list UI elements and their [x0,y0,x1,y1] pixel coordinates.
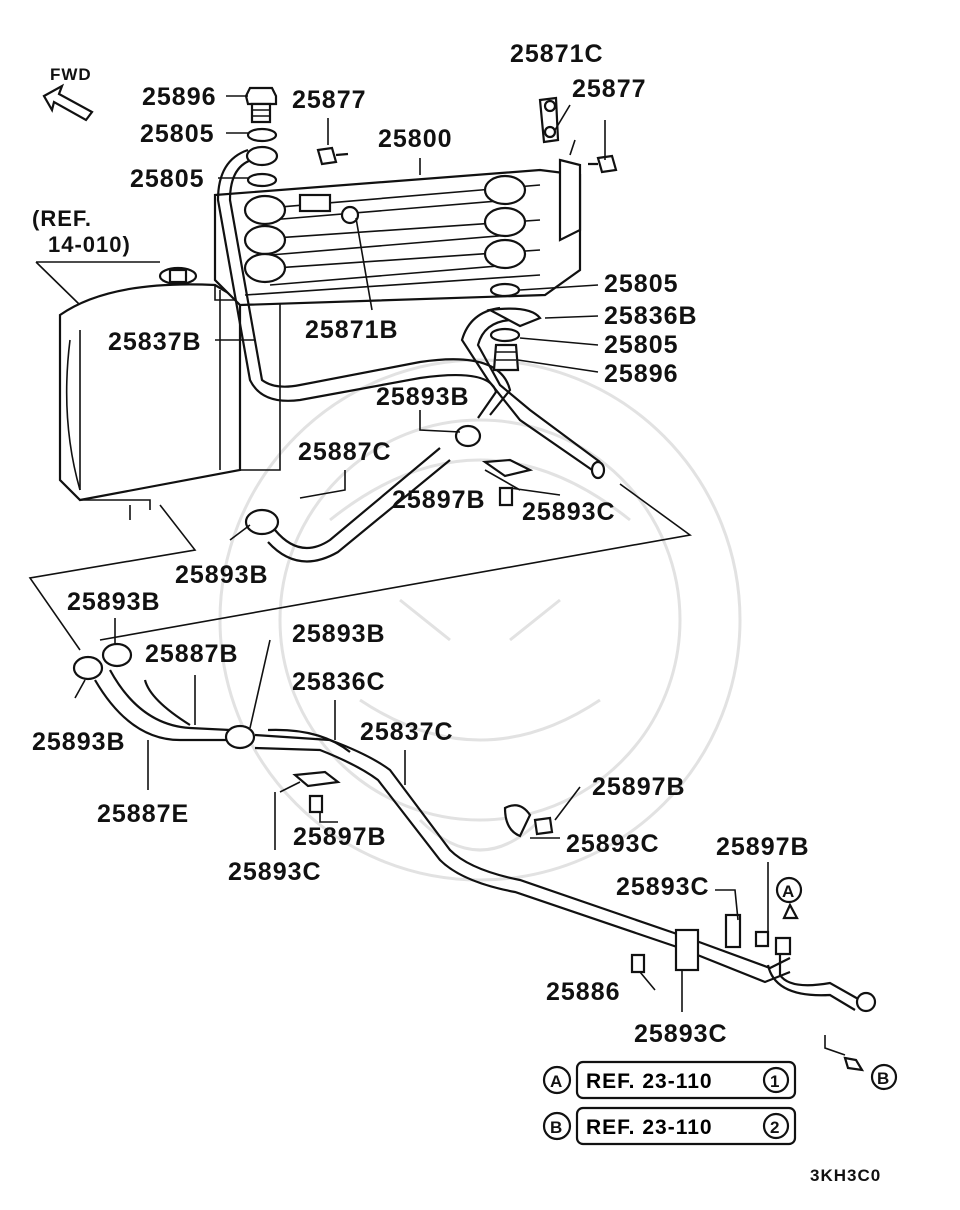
label-25877: 25877 [572,75,647,103]
reference-row-a: A REF. 23-110 1 [542,1060,797,1100]
label-25897B: 25897B [392,486,486,514]
fwd-indicator: FWD [42,65,94,122]
oil-cooler [213,158,582,307]
label-25893C: 25893C [566,830,660,858]
leader-lines [74,95,769,1012]
label-25805: 25805 [604,270,679,298]
part-labels: 25896 25805 25805 25877 25871C 25877 258… [32,40,810,1048]
label-25800: 25800 [378,125,453,153]
label-25887B: 25887B [145,640,239,668]
fwd-label: FWD [50,65,92,84]
radiator [58,266,281,520]
label-25805: 25805 [130,165,205,193]
marker-a: A [782,882,795,901]
label-25893B: 25893B [175,561,269,589]
label-25893B: 25893B [32,728,126,756]
connection-markers: A B [775,876,898,1091]
label-25893C: 25893C [616,873,710,901]
svg-text:B: B [550,1118,563,1137]
reference-row-b: B REF. 23-110 2 [542,1106,797,1146]
label-25896: 25896 [142,83,217,111]
label-25805: 25805 [604,331,679,359]
label-25893C: 25893C [522,498,616,526]
label-25893B: 25893B [67,588,161,616]
reference-table: A REF. 23-110 1 B REF. 23-110 2 [542,1060,797,1146]
svg-text:REF. 23-110: REF. 23-110 [586,1116,713,1139]
middle-hoses [28,424,692,651]
ref-note: (REF. 14-010) [32,206,160,306]
svg-text:2: 2 [770,1118,780,1137]
label-25836C: 25836C [292,668,386,696]
label-25897B: 25897B [293,823,387,851]
label-25896: 25896 [604,360,679,388]
svg-text:1: 1 [770,1072,780,1091]
label-25837B: 25837B [108,328,202,356]
label-25836B: 25836B [604,302,698,330]
label-25871C: 25871C [510,40,604,68]
label-25886: 25886 [546,978,621,1006]
svg-text:14-010): 14-010) [48,232,131,257]
label-25897B: 25897B [592,773,686,801]
label-25877: 25877 [292,86,367,114]
svg-text:REF. 23-110: REF. 23-110 [586,1070,713,1093]
label-25893C: 25893C [228,858,322,886]
label-25887E: 25887E [97,800,189,828]
label-25893B: 25893B [292,620,386,648]
label-25871B: 25871B [305,316,399,344]
lower-pipes [72,642,877,1072]
label-25887C: 25887C [298,438,392,466]
label-25897B: 25897B [716,833,810,861]
fwd-arrow-icon [42,83,94,122]
label-25837C: 25837C [360,718,454,746]
svg-text:A: A [550,1072,563,1091]
label-25893B: 25893B [376,383,470,411]
svg-text:(REF.: (REF. [32,206,92,231]
diagram-code: 3KH3C0 [810,1166,881,1185]
watermark [218,358,742,882]
top-fittings [216,86,618,480]
marker-b: B [877,1069,890,1088]
label-25805: 25805 [140,120,215,148]
label-25893C: 25893C [634,1020,728,1048]
